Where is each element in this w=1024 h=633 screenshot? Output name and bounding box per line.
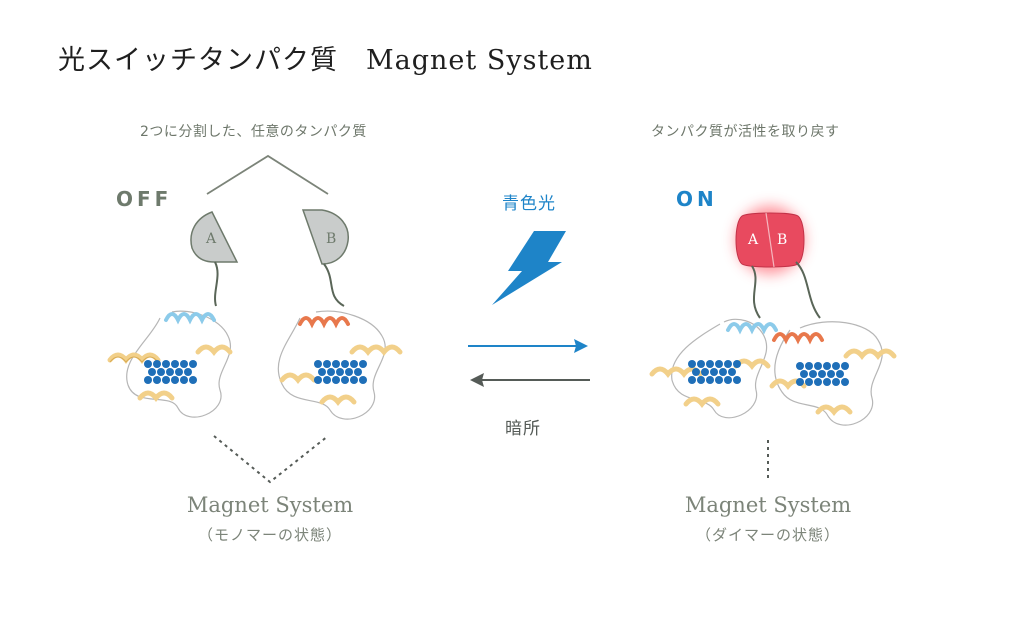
- left-caption: 2つに分割した、任意のタンパク質: [140, 124, 367, 140]
- left-system-name: Magnet System: [186, 493, 354, 517]
- right-caption: タンパク質が活性を取り戻す: [651, 124, 840, 140]
- protein-left-a: [107, 310, 233, 418]
- protein-left-b: [277, 310, 403, 420]
- segment-b-left: B: [301, 209, 349, 307]
- segment-b-left-label: B: [326, 231, 336, 247]
- right-system-name: Magnet System: [684, 493, 852, 517]
- protein-right-b: [769, 321, 897, 426]
- chromophore-left-b: [314, 360, 367, 384]
- arrow-left-icon: [470, 373, 590, 387]
- segment-b-right-label: B: [777, 232, 787, 248]
- dark-label: 暗所: [505, 419, 541, 439]
- right-system-state: （ダイマーの状態）: [695, 526, 840, 544]
- on-state-label: ON: [676, 187, 718, 211]
- chromophore-right-a: [688, 360, 741, 384]
- left-system-state: （モノマーの状態）: [197, 526, 342, 544]
- off-state-label: OFF: [116, 187, 173, 211]
- segment-a-right-label: A: [747, 232, 759, 248]
- segment-a-left: A: [190, 211, 239, 307]
- arrow-right-icon: [468, 339, 588, 353]
- dimer-ab: A B: [735, 206, 821, 319]
- blue-light-label: 青色光: [502, 194, 556, 214]
- chromophore-right-b: [796, 362, 849, 386]
- left-dotted-bracket: [213, 435, 329, 484]
- left-caption-bracket: [206, 154, 329, 195]
- protein-right-a: [649, 318, 778, 419]
- chromophore-left-a: [144, 360, 197, 384]
- segment-a-left-label: A: [205, 231, 217, 247]
- lightning-bolt-icon: [492, 231, 566, 305]
- page-title: 光スイッチタンパク質 Magnet System: [58, 45, 593, 76]
